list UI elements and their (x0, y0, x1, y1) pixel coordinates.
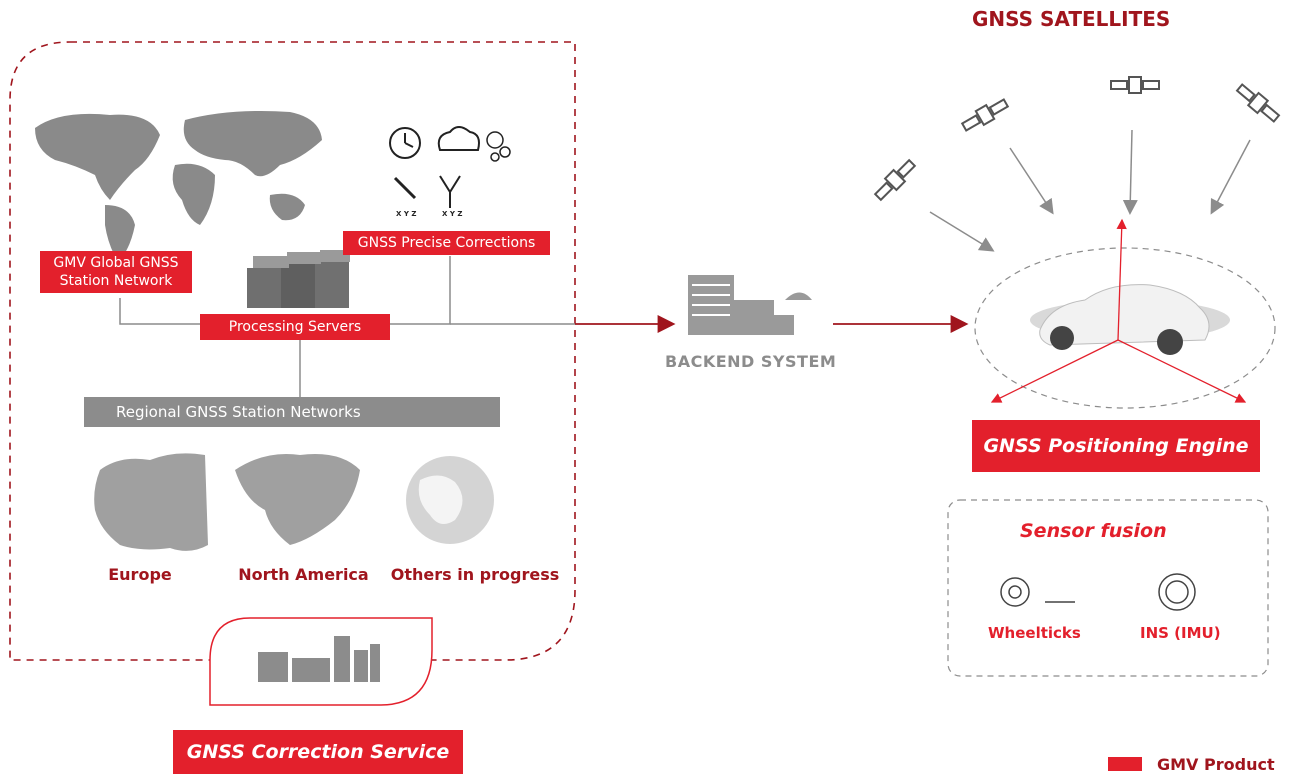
gear-icon (1000, 577, 1075, 607)
antenna-icon (439, 175, 461, 208)
region-label-north-america: North America (238, 565, 369, 584)
regional-networks-bar: Regional GNSS Station Networks (84, 397, 500, 427)
sensor-label-ins: INS (IMU) (1140, 624, 1221, 642)
region-label-others: Others in progress (390, 565, 560, 584)
server-racks (247, 250, 350, 308)
car-axes (990, 218, 1247, 403)
imu-icon (1158, 573, 1196, 611)
backend-building-windows (692, 284, 730, 316)
precise-corrections-label: GNSS Precise Corrections (343, 231, 550, 255)
legend-label: GMV Product (1157, 755, 1275, 774)
car (1030, 284, 1230, 355)
correction-service-label: GNSS Correction Service (173, 730, 463, 774)
satellite-signals (929, 129, 1251, 252)
sensor-label-wheelticks: Wheelticks (988, 624, 1081, 642)
xyz-label-antenna: X Y Z (442, 210, 463, 218)
world-map (35, 111, 322, 262)
clock-icon (389, 127, 421, 159)
orbit-satellite-icon (393, 176, 417, 200)
global-network-label: GMV Global GNSS Station Network (40, 251, 192, 293)
ionosphere-icon (486, 131, 511, 162)
sensor-fusion-box (947, 499, 1269, 677)
positioning-zone (974, 247, 1276, 409)
connector-lines (119, 256, 575, 398)
legend-swatch (1108, 757, 1142, 771)
xyz-label-satellite: X Y Z (396, 210, 417, 218)
factory-icon (258, 636, 380, 682)
satellites-title: GNSS SATELLITES (972, 7, 1171, 31)
satellite-icon (873, 76, 1281, 202)
north-america-map (235, 454, 360, 545)
processing-servers-label: Processing Servers (200, 314, 390, 340)
region-label-europe: Europe (108, 565, 172, 584)
positioning-engine-label: GNSS Positioning Engine (972, 420, 1260, 472)
sensor-fusion-label: Sensor fusion (1020, 520, 1167, 542)
europe-map (94, 453, 208, 551)
correction-service-boundary (9, 41, 576, 661)
backend-label: BACKEND SYSTEM (665, 352, 837, 371)
weather-icon (437, 126, 480, 151)
globe-icon (406, 456, 494, 544)
